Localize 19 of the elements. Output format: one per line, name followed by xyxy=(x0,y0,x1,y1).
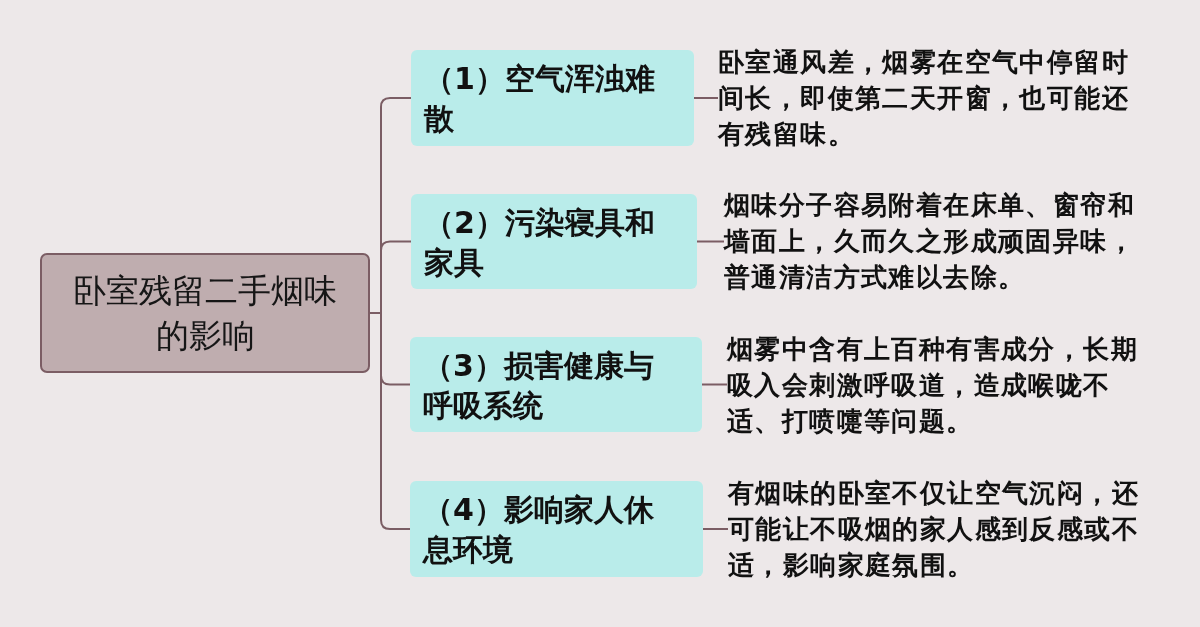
connector-line xyxy=(693,97,719,99)
topic-label: （1）空气浑浊难散 xyxy=(424,60,656,138)
connector-line xyxy=(369,97,412,530)
topic-label: （3）损害健康与呼吸系统 xyxy=(423,347,655,425)
subtopic-box xyxy=(410,337,702,432)
topic-label: （4）影响家人休息环境 xyxy=(423,491,655,569)
connector-line xyxy=(701,383,728,386)
subtopic-box xyxy=(411,194,697,289)
central-topic-box xyxy=(40,253,370,373)
subtopic-box xyxy=(410,481,703,577)
connector-line xyxy=(696,240,725,243)
description-text: 有烟味的卧室不仅让空气沉闷，还可能让不吸烟的家人感到反感或不适，影响家庭氛围。 xyxy=(728,475,1150,583)
topic-label: 卧室残留二手烟味的影响 xyxy=(72,270,338,357)
connector-line xyxy=(702,528,729,530)
description-text: 烟雾中含有上百种有害成分，长期吸入会刺激呼吸道，造成喉咙不适、打喷嚏等问题。 xyxy=(727,331,1149,439)
topic-label: （2）污染寝具和家具 xyxy=(424,204,656,282)
description-text: 卧室通风差，烟雾在空气中停留时间长，即使第二天开窗，也可能还有残留味。 xyxy=(718,44,1140,152)
description-text: 烟味分子容易附着在床单、窗帘和墙面上，久而久之形成顽固异味，普通清洁方式难以去除。 xyxy=(724,187,1146,295)
subtopic-box xyxy=(411,50,694,146)
